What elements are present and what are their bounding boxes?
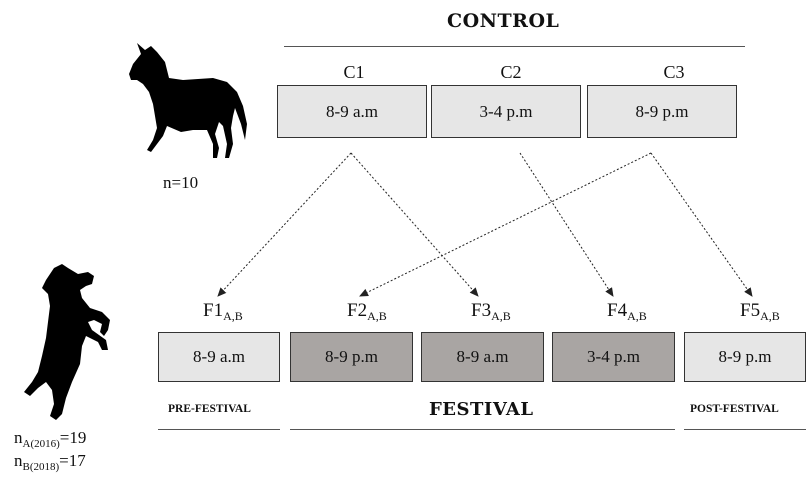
pre-festival-rule	[158, 429, 280, 430]
control-n-label: n=10	[163, 173, 199, 192]
festival-n-label-b: nB(2018)=17	[14, 451, 86, 473]
rearing-horse-icon	[24, 264, 110, 420]
festival-box-f5: 8-9 p.m	[684, 332, 806, 382]
festival-box-f4: 3-4 p.m	[552, 332, 675, 382]
pre-festival-label: PRE-FESTIVAL	[168, 403, 251, 415]
post-festival-rule	[684, 429, 806, 430]
festival-label-f5: F5A,B	[740, 300, 780, 323]
control-box-c2: 3-4 p.m	[431, 85, 581, 138]
festival-label-f3: F3A,B	[471, 300, 511, 323]
festival-n-label-a: nA(2016)=19	[14, 428, 87, 450]
arrow-c1-f1	[217, 152, 352, 297]
festival-label-f4: F4A,B	[607, 300, 647, 323]
festival-box-f1: 8-9 a.m	[158, 332, 280, 382]
festival-box-f3: 8-9 a.m	[421, 332, 544, 382]
festival-label-f1: F1A,B	[203, 300, 243, 323]
arrow-c3-f2	[359, 152, 652, 297]
arrow-c1-f3	[350, 152, 479, 297]
control-label-c2: C2	[500, 62, 522, 82]
control-box-c1: 8-9 a.m	[277, 85, 427, 138]
festival-rule	[290, 429, 675, 430]
control-label-c3: C3	[663, 62, 685, 82]
festival-box-f2: 8-9 p.m	[290, 332, 413, 382]
control-label-c1: C1	[343, 62, 365, 82]
arrow-c2-f4	[519, 152, 614, 297]
festival-label-f2: F2A,B	[347, 300, 387, 323]
control-heading: CONTROL	[447, 10, 560, 32]
festival-heading: FESTIVAL	[429, 399, 534, 420]
post-festival-label: POST-FESTIVAL	[690, 403, 779, 415]
control-box-c3: 8-9 p.m	[587, 85, 737, 138]
arrow-c3-f5	[650, 152, 753, 297]
standing-horse-icon	[129, 43, 247, 158]
control-rule	[284, 46, 745, 47]
